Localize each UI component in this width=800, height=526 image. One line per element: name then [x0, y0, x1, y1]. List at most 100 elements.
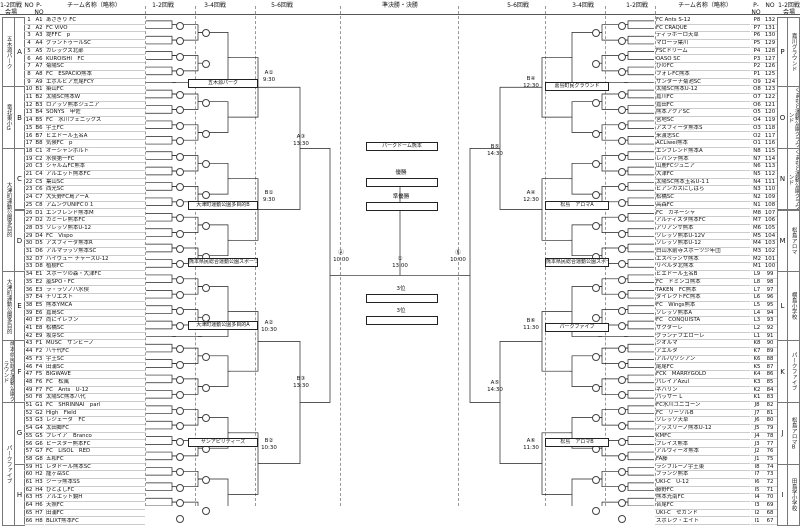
match-number-icon [176, 391, 184, 400]
team-pno: B8 [34, 140, 44, 148]
column-divider [458, 6, 459, 506]
team-pno: P5 [751, 40, 763, 48]
team-name: オーシャンボルト [45, 148, 145, 156]
team-pno: P8 [751, 17, 763, 25]
team-pno: N8 [751, 148, 763, 156]
match-number-icon [592, 476, 600, 484]
team-name: ひのFC [655, 63, 750, 71]
team-name: ディラホーロ天草 [655, 32, 750, 41]
team-no: 63 [24, 494, 34, 503]
bracket-line [627, 51, 654, 60]
team-no: 103 [763, 240, 777, 248]
team-no: 121 [763, 101, 777, 110]
match-number-icon [176, 137, 184, 146]
bracket-line [146, 213, 173, 222]
team-no: 11 [24, 94, 34, 102]
team-no: 50 [24, 394, 34, 402]
team-name: 太陽SC熊本W [45, 94, 145, 102]
team-name: FC Wings熊本 [655, 302, 750, 310]
team-no: 29 [24, 232, 34, 241]
header-cell: 3-4回戦 [204, 2, 226, 9]
match-number-icon [618, 168, 626, 176]
venue-label: くまもと運動公園グラウンド [787, 86, 800, 149]
team-pno: I6 [751, 479, 763, 487]
team-name: 堤FFC p [45, 32, 145, 41]
team-pno: A9 [34, 78, 44, 87]
team-pno: F1 [34, 340, 44, 349]
team-pno: H1 [34, 463, 44, 472]
venue-box: 大津町運動公園多目的B [188, 201, 258, 210]
team-name: FA藤 [655, 456, 750, 464]
team-name: ブランジ熊本 [655, 471, 750, 479]
team-name: 宮地SC [655, 117, 750, 125]
team-name: パッサー L [655, 394, 750, 402]
team-no: 65 [24, 509, 34, 518]
match-number-icon [592, 191, 600, 200]
team-no: 130 [763, 32, 777, 41]
team-no: 114 [763, 155, 777, 164]
team-no: 89 [763, 348, 777, 356]
team-name: ビアンカスにしはら [655, 186, 750, 195]
team-name: ビエドール玉名B [655, 271, 750, 279]
team-pno: A5 [34, 47, 44, 56]
team-name: 太陽SC熊本八代 [45, 394, 145, 402]
header-cell: 3-4回戦 [572, 2, 594, 9]
match-number-icon [176, 360, 184, 369]
match-number-icon [176, 375, 184, 384]
team-pno: O1 [751, 140, 763, 148]
venue-label: 嘉川グラウンド [787, 17, 800, 88]
match-number-icon [592, 29, 600, 38]
team-name: 龍ヶ岳SC [45, 471, 145, 479]
team-pno: G3 [34, 417, 44, 426]
team-pno: F7 [34, 386, 44, 395]
team-no: 128 [763, 47, 777, 56]
header-cell: チーム名称（略称） [67, 2, 121, 9]
team-no: 123 [763, 86, 777, 94]
team-name: 大矢野FC島アーA [45, 194, 145, 202]
team-no: 28 [24, 224, 34, 233]
team-name: 太陽SC熊本U-12 [655, 86, 750, 94]
center-label: 準優勝 [392, 194, 410, 200]
team-no: 79 [763, 425, 777, 433]
team-pno: A6 [34, 55, 44, 64]
team-pno: D7 [34, 255, 44, 264]
match-number-icon [618, 422, 626, 431]
team-no: 36 [24, 286, 34, 295]
team-no: 107 [763, 209, 777, 218]
team-no: 86 [763, 371, 777, 379]
team-no: 46 [24, 363, 34, 372]
match-number-icon [176, 152, 184, 161]
team-name: FC 松風 [45, 379, 145, 387]
header-cell: P-NO [751, 2, 761, 16]
team-name: 松橋SC [655, 194, 750, 202]
team-no: 68 [763, 510, 777, 518]
bracket-line [146, 482, 173, 491]
team-pno: M6 [751, 224, 763, 233]
team-no: 17 [24, 140, 34, 148]
team-no: 16 [24, 132, 34, 141]
venue-box: 熊本県民総合運動公園スポーツ広場 [188, 258, 258, 267]
team-no: 91 [763, 333, 777, 341]
team-name: 葉山SC [45, 179, 145, 187]
match-number-icon [176, 437, 184, 446]
team-name: 太陽SC熊本玉名U-1１ [655, 179, 750, 187]
team-name: プレイズ熊本 [655, 441, 750, 449]
bracket-line [300, 148, 331, 403]
team-no: 54 [24, 425, 34, 433]
match-number-icon [618, 183, 626, 192]
